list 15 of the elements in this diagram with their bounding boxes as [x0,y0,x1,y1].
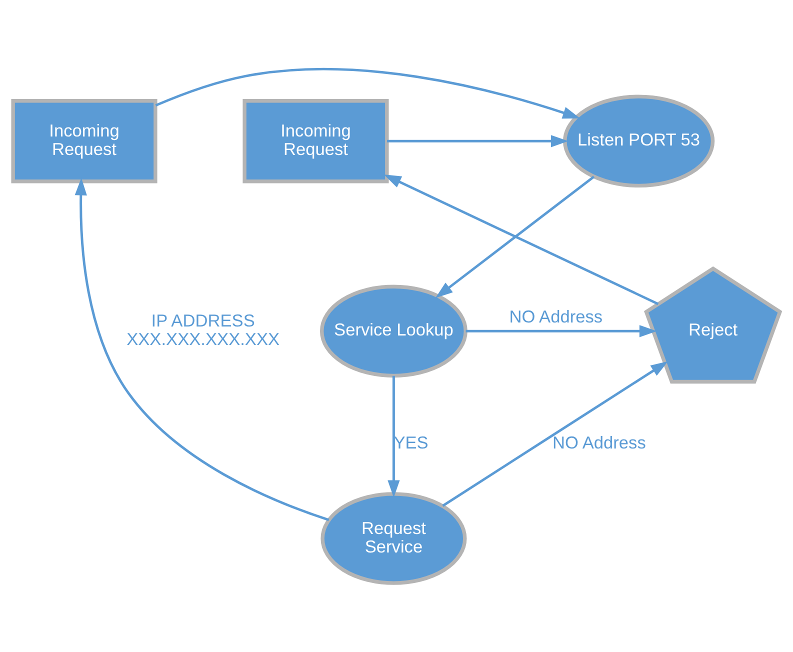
edge-label: NO Address [509,306,603,327]
arrow [74,178,330,522]
node-box: Incoming Request [242,99,389,184]
arrow [388,376,400,498]
arrow [384,174,659,306]
edge-label: IP ADDRESS XXX.XXX.XXX.XXX [126,310,280,350]
arrow [442,361,668,507]
arrow [387,135,568,148]
node-ellipse: Service Lookup [320,284,468,378]
node-ellipse: Request Service [320,492,467,585]
arrow [155,68,580,119]
arrow [466,325,657,338]
edge-label: NO Address [552,432,646,452]
node-box: Incoming Request [11,99,158,184]
arrow [435,176,595,298]
